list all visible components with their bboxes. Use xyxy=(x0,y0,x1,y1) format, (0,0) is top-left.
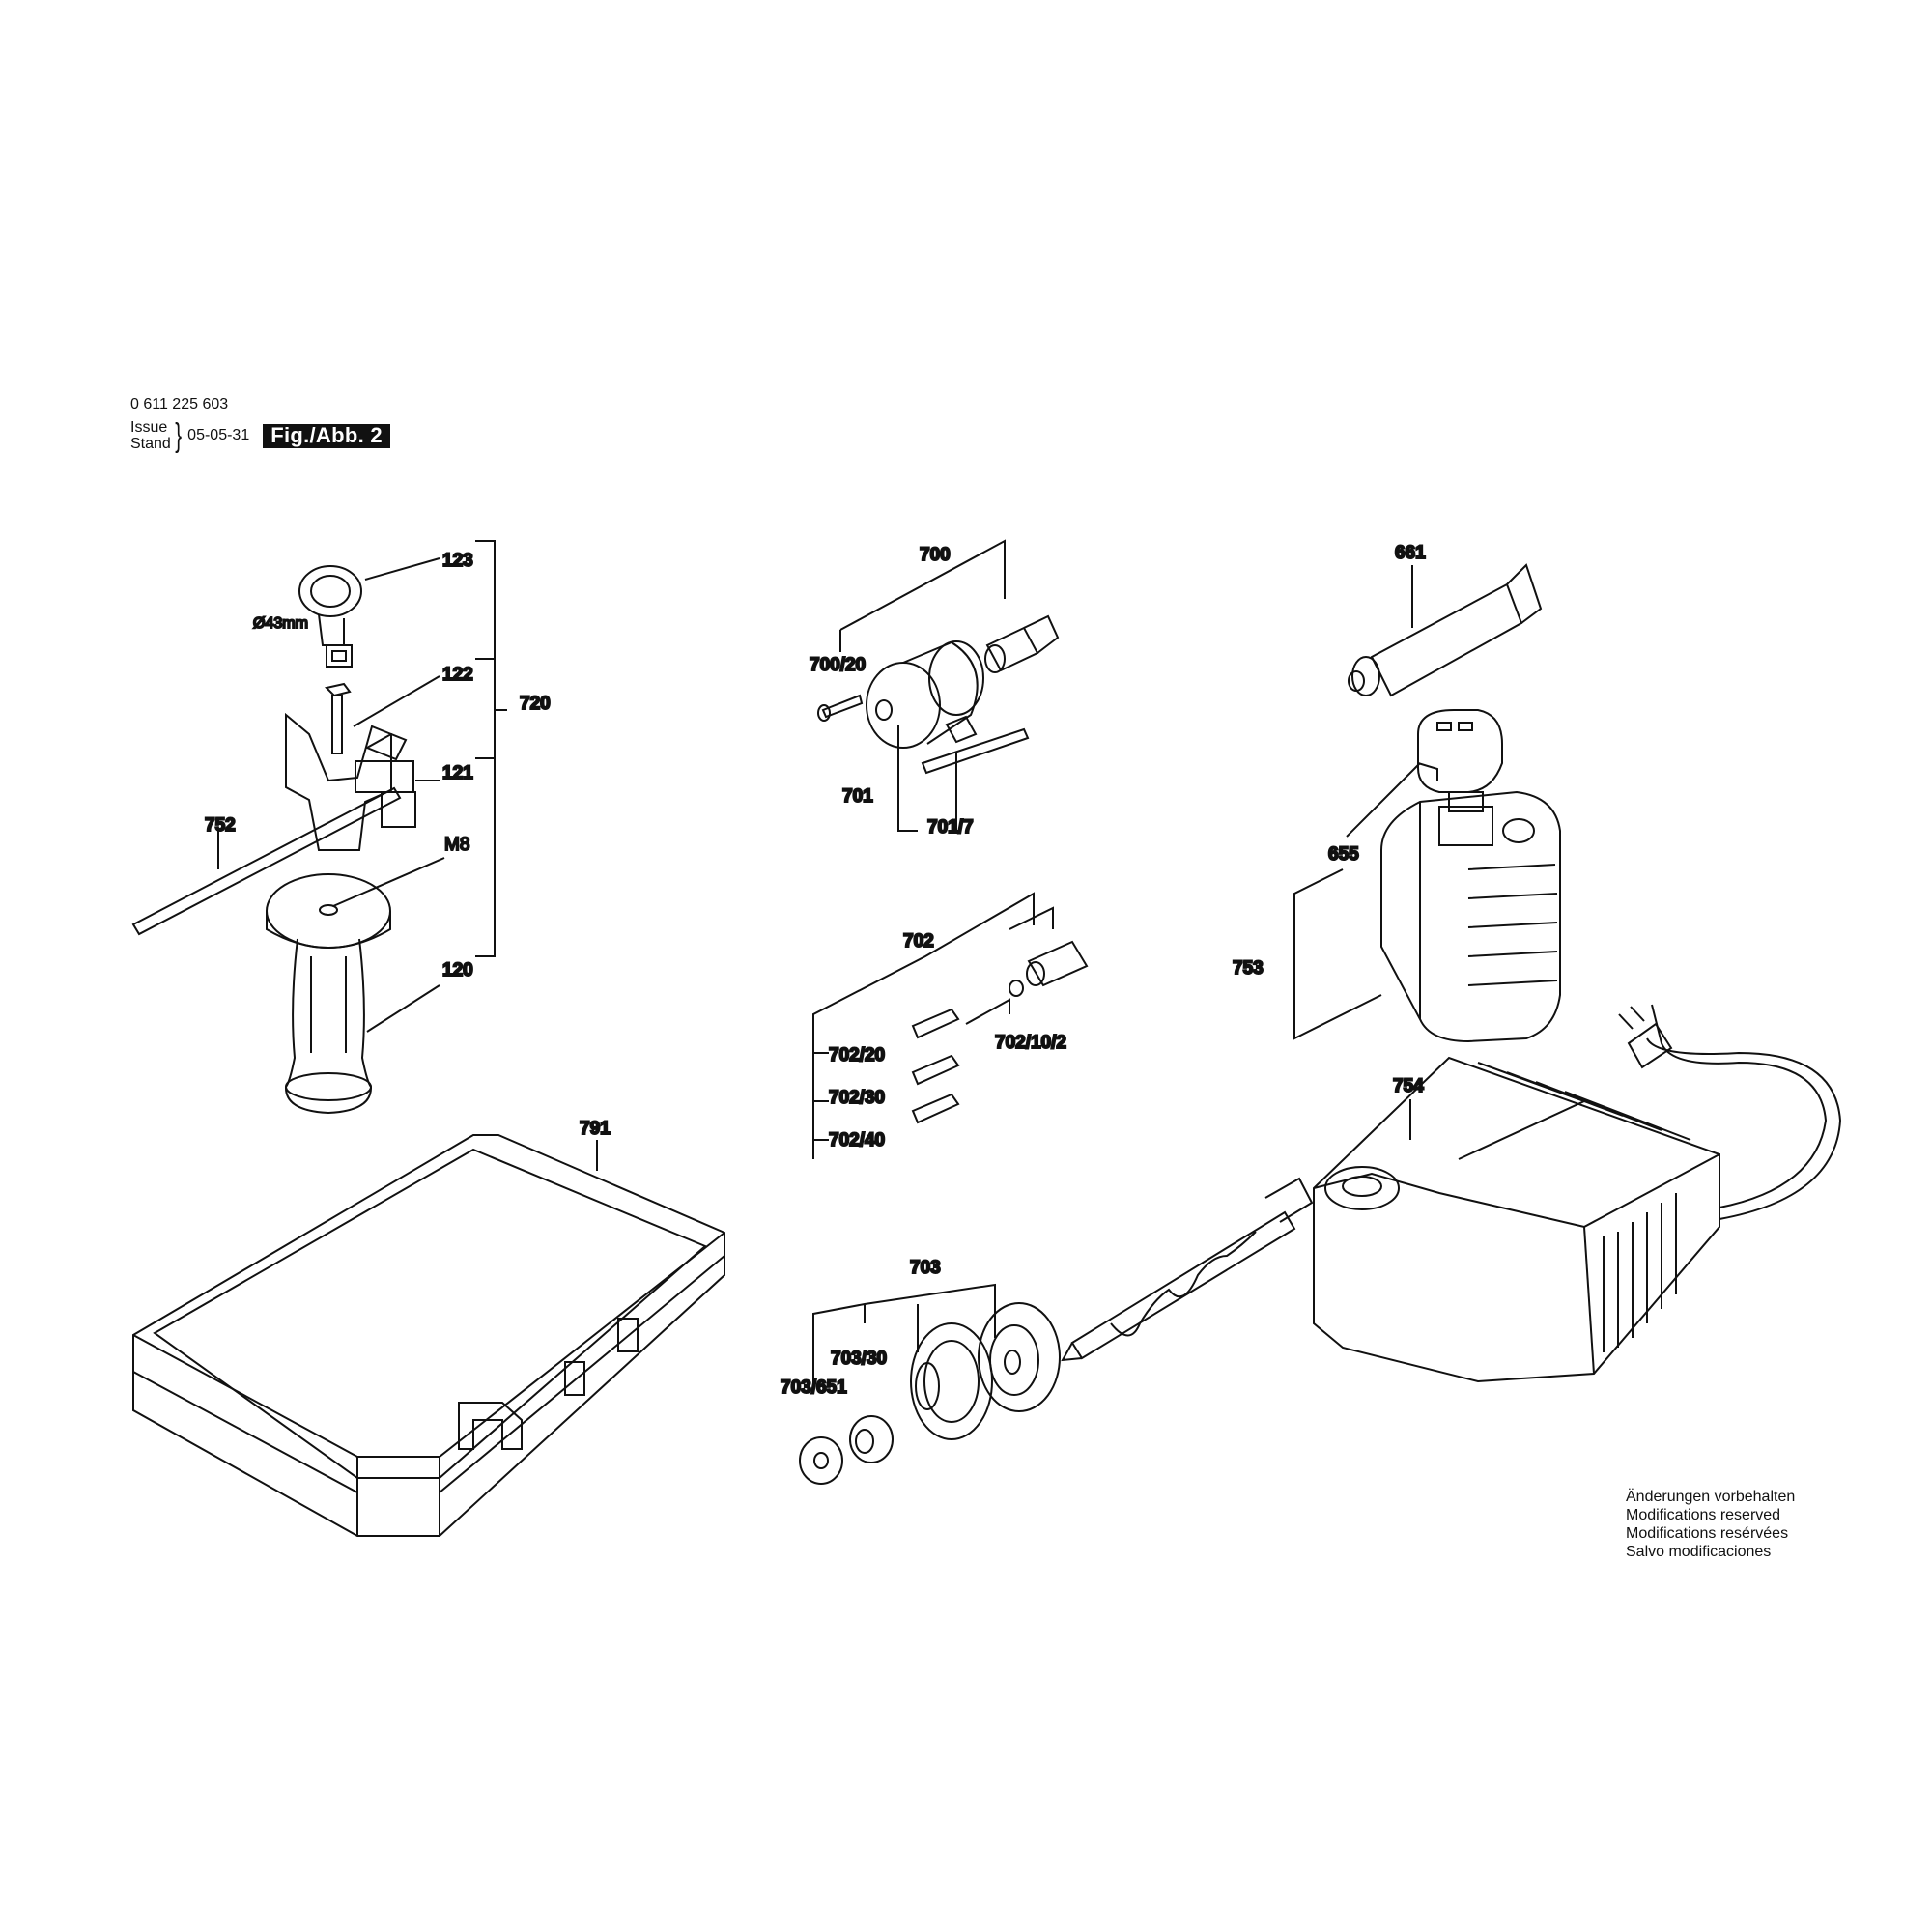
auxiliary-handle-group: 123 122 121 720 752 M8 120 Ø43mm xyxy=(131,540,552,1115)
label-791: 791 xyxy=(580,1119,611,1139)
grip-handle-part xyxy=(284,938,373,1115)
label-703-30: 703/30 xyxy=(831,1349,887,1369)
clamp-ring-part xyxy=(298,565,362,668)
carrying-case-group xyxy=(132,1134,725,1537)
label-m8: M8 xyxy=(444,835,469,855)
label-702-20: 702/20 xyxy=(829,1045,885,1065)
stand-label: Stand xyxy=(130,436,171,452)
leader-655 xyxy=(1346,762,1421,838)
label-diameter: Ø43mm xyxy=(253,615,308,632)
issue-stand-labels: Issue Stand xyxy=(130,419,171,452)
label-753: 753 xyxy=(1233,958,1264,979)
issue-row: Issue Stand } 05-05-31 Fig./Abb. 2 xyxy=(130,419,390,452)
label-700: 700 xyxy=(920,545,951,565)
diagram-header: 0 611 225 603 Issue Stand } 05-05-31 Fig… xyxy=(130,396,390,452)
label-121: 121 xyxy=(442,763,473,783)
issue-label: Issue xyxy=(130,419,168,436)
label-702-40: 702/40 xyxy=(829,1130,885,1151)
bracket-701 xyxy=(897,724,918,832)
label-703-651: 703/651 xyxy=(781,1378,847,1398)
depth-rod-part xyxy=(131,786,402,936)
label-655: 655 xyxy=(1328,844,1359,865)
figure-label: Fig./Abb. 2 xyxy=(263,423,390,448)
leader-123 xyxy=(364,557,440,581)
label-701: 701 xyxy=(842,786,873,807)
label-754: 754 xyxy=(1393,1076,1424,1096)
label-701-7: 701/7 xyxy=(927,817,974,838)
handle-holder-part xyxy=(285,712,416,851)
chuck-key-part xyxy=(921,715,1030,775)
label-702-30: 702/30 xyxy=(829,1088,885,1108)
label-661: 661 xyxy=(1395,543,1426,563)
screwdriver-bits-group: 702 702/20 702/30 702/40 702/10/2 xyxy=(812,892,1089,1159)
leader-120 xyxy=(366,984,440,1033)
label-703: 703 xyxy=(910,1258,941,1278)
bracket-703 xyxy=(812,1283,996,1391)
bracket-700 xyxy=(839,539,1006,631)
note-line-de: Änderungen vorbehalten xyxy=(1626,1489,1796,1505)
battery-group: 655 753 xyxy=(1232,709,1561,1043)
dust-cup-group: 703 703/30 703/651 xyxy=(780,1257,1061,1485)
m8-disc-part xyxy=(266,873,391,949)
note-line-es: Salvo modificaciones xyxy=(1626,1544,1772,1560)
drill-chuck-group: 700 700/20 701 701/7 xyxy=(809,539,1060,838)
label-120: 120 xyxy=(442,960,473,980)
issue-date: 05-05-31 xyxy=(187,427,250,443)
note-line-en: Modifications reserved xyxy=(1626,1507,1781,1523)
note-line-fr: Modifications resérvées xyxy=(1626,1525,1789,1542)
bracket-702-10-2 xyxy=(1009,906,1054,930)
grease-tube-part xyxy=(1348,563,1543,697)
label-122: 122 xyxy=(442,665,473,685)
modifications-note: Änderungen vorbehalten Modifications res… xyxy=(1626,1488,1795,1561)
label-123: 123 xyxy=(442,551,473,571)
bracket-702 xyxy=(812,892,1035,1159)
brace-glyph: } xyxy=(175,417,182,454)
bracket-720 xyxy=(475,540,496,957)
part-number: 0 611 225 603 xyxy=(130,396,229,412)
label-752: 752 xyxy=(205,815,236,836)
leader-122 xyxy=(353,675,440,727)
label-702-10-2: 702/10/2 xyxy=(995,1033,1066,1053)
leader-m8 xyxy=(332,857,445,907)
sds-drill-bit xyxy=(1061,1177,1314,1362)
sds-adapter-part xyxy=(984,614,1060,673)
bolt-part xyxy=(325,682,352,754)
label-720: 720 xyxy=(520,694,551,714)
bracket-753 xyxy=(1293,868,1382,1040)
label-700-20: 700/20 xyxy=(810,655,866,675)
charger-group xyxy=(1313,1004,1842,1383)
label-702: 702 xyxy=(903,931,934,952)
chuck-body-part xyxy=(866,640,984,749)
